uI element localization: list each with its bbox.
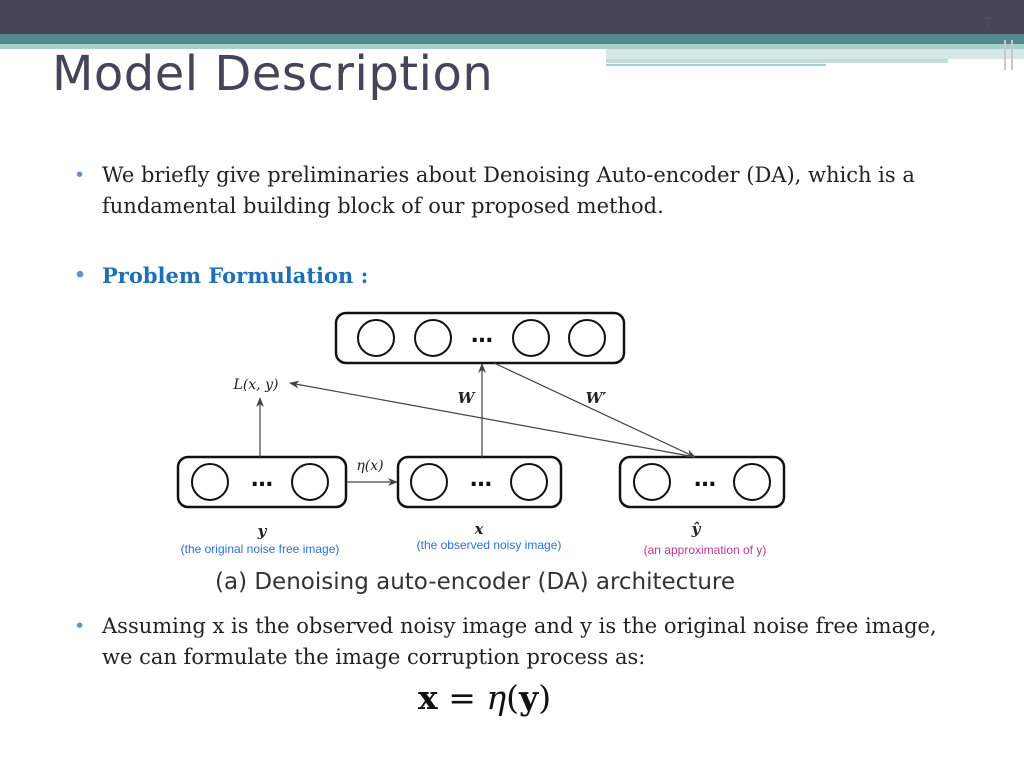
noisy-layer-x: … xyxy=(396,455,563,509)
bullet-corruption-process: Assuming x is the observed noisy image a… xyxy=(72,611,972,673)
weight-w-prime-label: W′ xyxy=(586,389,607,407)
bullet-intro: We briefly give preliminaries about Deno… xyxy=(72,160,972,222)
header-teal-band xyxy=(0,34,1024,44)
noise-function-label: η(x) xyxy=(356,458,383,474)
decor-stripe xyxy=(606,59,948,63)
formula-argument: y xyxy=(519,678,539,717)
formula-paren-close: ) xyxy=(538,678,552,717)
decor-stripe xyxy=(606,49,1024,59)
hidden-layer: … xyxy=(334,311,626,365)
formula-paren-open: ( xyxy=(506,678,519,717)
bullet-problem-formulation: Problem Formulation : xyxy=(72,260,972,291)
da-architecture-diagram: … … … … L(x, y) η(x) W W′ y x ŷ (the ori… xyxy=(176,311,786,557)
header-dark-band xyxy=(0,0,1024,34)
hidden-layer-ellipsis: … xyxy=(471,323,493,348)
weight-w-label: W xyxy=(458,389,477,407)
loss-label: L(x, y) xyxy=(233,377,279,393)
formula-equals: = xyxy=(448,678,476,717)
noisy-layer-ellipsis: … xyxy=(470,467,492,492)
input-layer-caption: (the original noise free image) xyxy=(181,542,340,556)
formula-function: η xyxy=(486,678,507,717)
output-layer-yhat: … xyxy=(618,455,786,509)
formula-lhs: x xyxy=(418,678,438,717)
page-title: Model Description xyxy=(52,46,494,102)
decor-vertical-line xyxy=(1011,40,1013,70)
decor-stripe xyxy=(606,64,826,66)
output-layer-ellipsis: … xyxy=(694,467,716,492)
input-layer-ellipsis: … xyxy=(251,467,273,492)
arrow-yhat-to-loss xyxy=(289,380,696,458)
output-layer-caption: (an approximation of y) xyxy=(644,543,767,557)
diagram-caption: (a) Denoising auto-encoder (DA) architec… xyxy=(215,569,736,595)
noisy-layer-caption: (the observed noisy image) xyxy=(417,538,562,552)
input-layer-y: … xyxy=(176,455,348,509)
page-number: 7 xyxy=(984,15,992,32)
header-teal-line xyxy=(0,44,1024,49)
input-layer-symbol: y xyxy=(257,522,268,540)
output-layer-symbol: ŷ xyxy=(691,520,702,538)
decor-vertical-line xyxy=(1004,40,1006,70)
corruption-formula: x = η(y) xyxy=(418,678,551,717)
arrow-hidden-to-yhat xyxy=(493,362,696,458)
noisy-layer-symbol: x xyxy=(474,520,485,538)
